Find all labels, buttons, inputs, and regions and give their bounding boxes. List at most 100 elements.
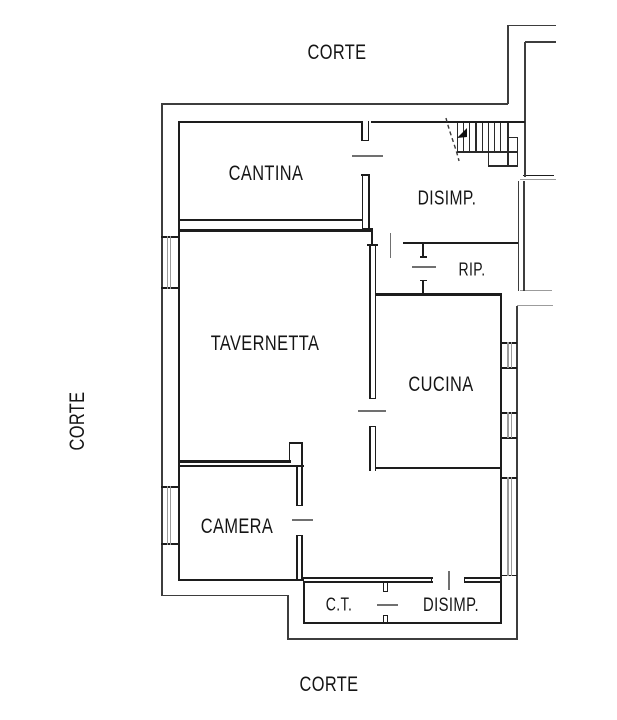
label-corte-top: CORTE: [307, 41, 367, 64]
wall-segment: [368, 174, 370, 229]
wall-cap: [419, 256, 427, 258]
wall-segment: [286, 594, 289, 640]
wall-segment: [360, 120, 363, 142]
wall-segment: [302, 581, 433, 584]
wall-segment: [301, 467, 304, 506]
ledge-line: [516, 304, 553, 307]
wall-segment: [369, 425, 371, 472]
window-cap: [161, 486, 179, 488]
wall-cap: [419, 279, 427, 281]
stair-landing: [488, 151, 490, 167]
wall-segment: [302, 577, 433, 579]
wall-segment: [361, 174, 364, 229]
stair-tread: [469, 122, 471, 153]
door-leaf-camera: [292, 519, 313, 521]
wall-segment: [386, 614, 389, 623]
stair-edge: [456, 151, 518, 153]
stair-landing: [516, 136, 518, 167]
wall-segment: [374, 467, 503, 470]
wall-segment: [161, 103, 163, 596]
wall-segment: [382, 614, 385, 623]
wall-segment: [524, 41, 556, 43]
wall-cap: [366, 244, 378, 246]
stair-tread: [475, 122, 477, 153]
window-cap: [501, 477, 517, 479]
wall-segment: [301, 534, 304, 581]
stair-landing: [507, 136, 518, 138]
window-cap: [501, 574, 517, 577]
window-east-3: [507, 477, 509, 577]
door-leaf-cantina: [352, 155, 383, 157]
window-east-1: [507, 342, 509, 369]
room-label-disimp-bottom: DISIMP.: [422, 594, 479, 616]
stair-landing: [488, 165, 518, 167]
wall-segment: [302, 581, 305, 625]
wall-segment: [300, 442, 303, 467]
door-leaf-rip: [411, 266, 436, 268]
label-corte-left: CORTE: [66, 391, 89, 451]
window-west-2: [169, 486, 172, 545]
wall-segment: [517, 180, 520, 291]
wall-cap: [295, 504, 304, 506]
window-west-1: [169, 236, 172, 289]
window-cap: [501, 367, 517, 369]
stair-tread: [487, 122, 490, 153]
wall-cap: [288, 442, 303, 444]
wall-segment: [177, 229, 371, 232]
wall-segment: [286, 638, 518, 641]
wall-segment: [177, 120, 363, 123]
wall-segment: [516, 306, 518, 640]
wall-segment: [177, 120, 180, 582]
door-leaf-ct: [376, 604, 398, 606]
door-leaf-disimp-bottom: [448, 570, 450, 590]
wall-segment: [370, 120, 525, 123]
wall-segment: [367, 120, 370, 142]
stair-tread: [456, 122, 459, 153]
wall-cap: [360, 174, 370, 176]
wall-segment: [386, 583, 389, 593]
wall-segment: [295, 534, 298, 581]
window-cap: [501, 342, 517, 344]
wall-cap: [369, 397, 377, 400]
stair-edge: [507, 122, 509, 167]
window-west-1: [166, 236, 168, 289]
stair-tread: [463, 122, 465, 153]
window-cap: [501, 412, 517, 414]
room-label-tavernetta: TAVERNETTA: [210, 331, 320, 355]
wall-segment: [463, 577, 502, 579]
window-east-2: [507, 412, 509, 439]
wall-segment: [522, 174, 554, 177]
wall-segment: [463, 581, 502, 584]
wall-cap: [369, 425, 377, 428]
label-corte-bottom: CORTE: [299, 673, 358, 696]
stair-tread: [481, 122, 483, 153]
wall-segment: [161, 594, 289, 597]
window-cap: [161, 236, 179, 238]
wall-segment: [374, 293, 503, 296]
wall-segment: [382, 583, 385, 593]
wall-segment: [371, 227, 373, 246]
wall-segment: [523, 42, 526, 177]
ledge-line: [519, 289, 552, 292]
wall-segment: [161, 103, 508, 106]
wall-segment: [374, 246, 377, 400]
window-cap: [161, 287, 179, 289]
wall-cap: [382, 591, 389, 593]
stair-direction-arrow: [445, 117, 467, 162]
wall-segment: [177, 218, 363, 221]
wall-segment: [374, 425, 377, 472]
window-cap: [501, 437, 517, 439]
window-west-2: [166, 486, 168, 545]
window-east-2: [510, 412, 512, 439]
wall-segment: [507, 24, 557, 27]
room-label-rip: RIP.: [457, 259, 486, 280]
wall-segment: [295, 467, 298, 506]
door-leaf-corridor: [389, 233, 392, 259]
wall-cap: [430, 577, 433, 584]
ledge-line: [519, 179, 556, 181]
wall-cap: [463, 577, 466, 584]
room-label-ct: C.T.: [325, 594, 352, 615]
window-cap: [161, 543, 179, 545]
window-east-1: [510, 342, 512, 369]
